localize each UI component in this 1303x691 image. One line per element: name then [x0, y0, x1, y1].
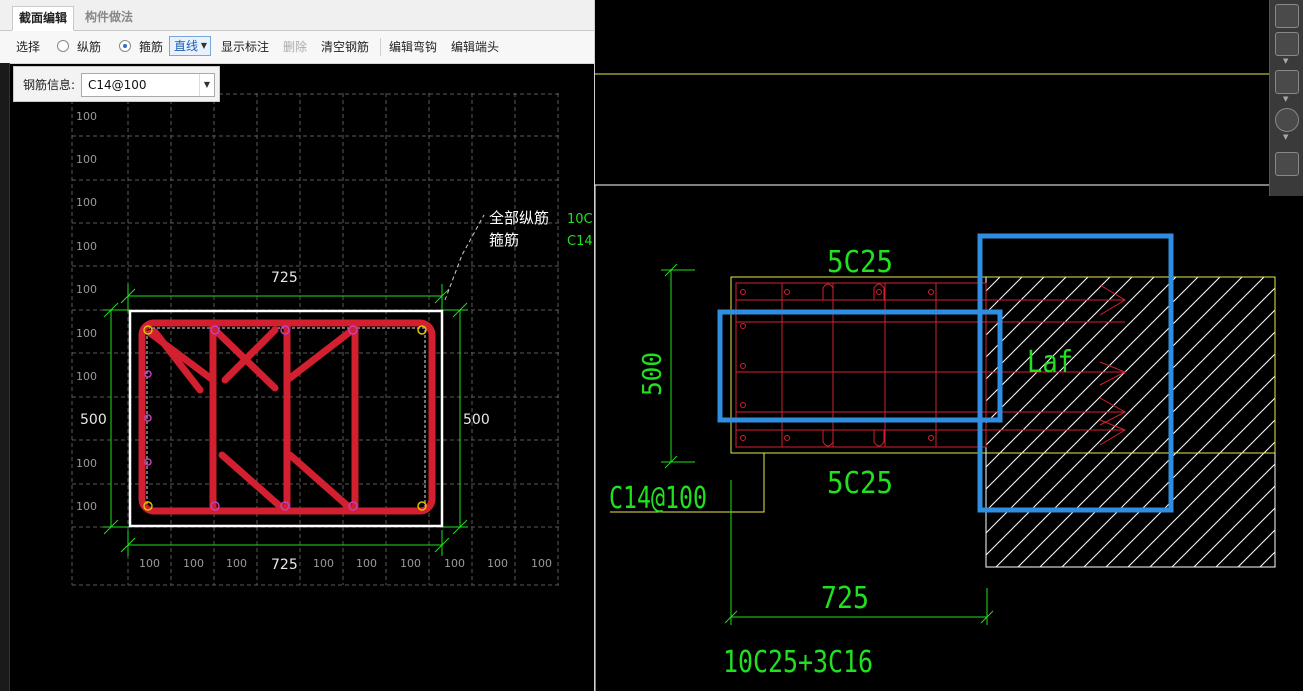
- rebar-info-box: 钢筋信息: C14@100 ▼: [13, 66, 220, 102]
- grid-labels-left: 100 100 100 100 100 100 100 100 100: [76, 110, 97, 513]
- section-height-left-label: 500: [80, 412, 107, 428]
- stirrup-label[interactable]: 箍筋: [139, 40, 164, 54]
- chevron-down-icon[interactable]: ▼: [1283, 133, 1289, 141]
- tab-section-edit[interactable]: 截面编辑: [12, 6, 75, 31]
- grid-label: 100: [76, 457, 97, 470]
- section-editor-panel: 截面编辑 构件做法 选择 纵筋 箍筋 显示标注 删除 清空钢筋 编辑弯钩 编辑端…: [0, 0, 595, 691]
- grid-label: 100: [76, 196, 97, 209]
- chevron-down-icon[interactable]: ▼: [1283, 95, 1289, 103]
- grid-labels-bottom: 100 100 100 100 100 100 100 100 100: [139, 557, 552, 570]
- leader-stirrup-value: C14: [567, 234, 593, 249]
- toolbar-separator: [380, 38, 381, 56]
- beam-width-label: 725: [821, 581, 869, 616]
- grid-label: 100: [531, 557, 552, 570]
- stirrup-spec-label: C14@100: [609, 481, 707, 516]
- vertical-scrollbar[interactable]: [0, 63, 10, 691]
- highlight-box-beam-section: [717, 309, 1003, 423]
- section-canvas[interactable]: 100 100 100 100 100 100 100 100 100 100 …: [0, 0, 594, 691]
- top-rebar-label: 5C25: [827, 245, 893, 280]
- edit-hook-button[interactable]: 编辑弯钩: [389, 40, 438, 54]
- rebar-info-combobox[interactable]: C14@100 ▼: [81, 73, 215, 97]
- grid-view-icon[interactable]: [1275, 152, 1299, 176]
- view-toolbar: ▼ ▼ ▼: [1269, 0, 1303, 196]
- view-plane-icon[interactable]: [1275, 70, 1299, 94]
- stirrup-callout-box: [610, 452, 765, 513]
- longitudinal-radio[interactable]: [57, 40, 69, 52]
- line-mode-dropdown[interactable]: 直线 ▼: [169, 36, 211, 56]
- section-outline[interactable]: [128, 309, 444, 528]
- panel-tabbar: 截面编辑 构件做法: [0, 0, 594, 31]
- grid-label: 100: [76, 110, 97, 123]
- grid-label: 100: [444, 557, 465, 570]
- chevron-down-icon: ▼: [200, 41, 207, 50]
- leader-longitudinal-label: 全部纵筋: [489, 209, 549, 227]
- section-width-bottom-label: 725: [271, 557, 298, 573]
- anchorage-label: Laf: [1027, 345, 1073, 380]
- stirrup-group[interactable]: [138, 319, 436, 515]
- select-button[interactable]: 选择: [16, 40, 41, 54]
- highlight-box-column-anchorage: [977, 233, 1174, 513]
- stirrup-radio[interactable]: [119, 40, 131, 52]
- bottom-rebar-label: 5C25: [827, 466, 893, 501]
- leader-stirrup-label: 箍筋: [489, 231, 519, 249]
- grid-label: 100: [487, 557, 508, 570]
- grid-label: 100: [76, 500, 97, 513]
- beam-height-label: 500: [638, 352, 668, 396]
- section-toolbar: 选择 纵筋 箍筋 显示标注 删除 清空钢筋 编辑弯钩 编辑端头: [0, 31, 594, 64]
- rebar-info-value[interactable]: C14@100: [88, 78, 147, 92]
- dimension-lines: [103, 284, 468, 556]
- line-mode-label: 直线: [174, 39, 199, 53]
- delete-button[interactable]: 删除: [283, 40, 308, 54]
- grid-label: 100: [313, 557, 334, 570]
- grid-label: 100: [76, 283, 97, 296]
- grid-label: 100: [76, 153, 97, 166]
- grid-label: 100: [139, 557, 160, 570]
- clear-rebar-button[interactable]: 清空钢筋: [321, 40, 370, 54]
- beam-rebar: [735, 282, 1127, 448]
- chevron-down-icon[interactable]: ▼: [1283, 57, 1289, 65]
- tab-component-method[interactable]: 构件做法: [85, 10, 134, 24]
- view-cube-icon[interactable]: [1275, 32, 1299, 56]
- column-hatch: [985, 276, 1276, 568]
- edit-end-button[interactable]: 编辑端头: [451, 40, 500, 54]
- longitudinal-rebar-points: [143, 325, 427, 511]
- longitudinal-label[interactable]: 纵筋: [77, 40, 102, 54]
- section-width-top-label: 725: [271, 270, 298, 286]
- chevron-down-icon[interactable]: ▼: [199, 74, 214, 96]
- view-3d-icon[interactable]: [1275, 4, 1299, 28]
- section-height-right-label: 500: [463, 412, 490, 428]
- grid-label: 100: [400, 557, 421, 570]
- total-rebar-label: 10C25+3C16: [723, 645, 873, 680]
- grid-label: 100: [226, 557, 247, 570]
- annotation-leader: [444, 214, 485, 301]
- grid-label: 100: [356, 557, 377, 570]
- grid-label: 100: [76, 327, 97, 340]
- cad-labels: 5C25 5C25 C14@100 725 10C25+3C16 Laf 500: [609, 245, 1073, 680]
- grid-label: 100: [183, 557, 204, 570]
- beam-outline: [730, 276, 1276, 454]
- leader-longitudinal-value: 10C: [567, 212, 593, 227]
- rotate-icon[interactable]: [1275, 108, 1299, 132]
- cad-view-canvas[interactable]: 5C25 5C25 C14@100 725 10C25+3C16 Laf 500: [595, 0, 1303, 691]
- show-annotation-button[interactable]: 显示标注: [221, 40, 270, 54]
- rebar-info-label: 钢筋信息:: [23, 78, 76, 92]
- grid-label: 100: [76, 240, 97, 253]
- grid-label: 100: [76, 370, 97, 383]
- cad-dimension-lines: [661, 263, 994, 625]
